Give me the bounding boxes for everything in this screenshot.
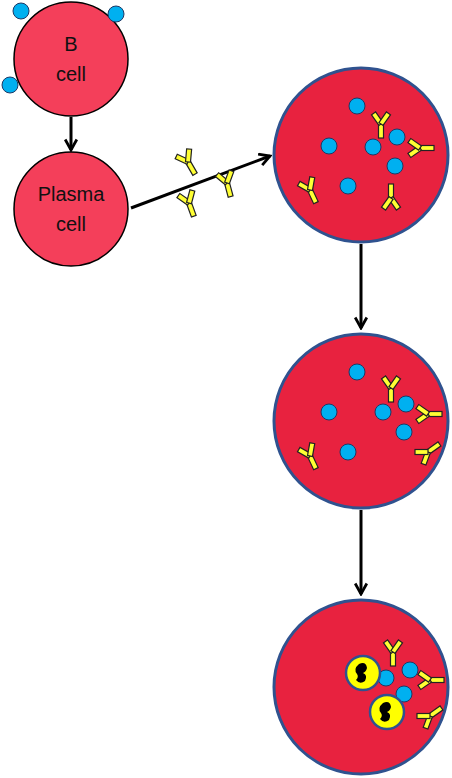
b-cell-receptors <box>2 3 124 93</box>
antigens <box>321 364 414 460</box>
step-arrow <box>360 510 363 594</box>
cell-body <box>14 152 128 266</box>
cell-label: B cell <box>26 29 116 89</box>
bound-antibodies <box>296 376 445 473</box>
cell-outline <box>13 151 129 267</box>
target-cell <box>274 68 448 242</box>
antigens <box>321 98 405 194</box>
process-arrow <box>70 117 73 150</box>
free-antibodies <box>174 147 240 220</box>
cell-label: Plasma cell <box>26 179 116 239</box>
target-cell <box>274 600 448 774</box>
cell-node: Plasma cell <box>13 151 129 267</box>
target-cell <box>274 334 448 508</box>
secretion-arrow <box>131 156 270 208</box>
step-arrow <box>360 244 363 328</box>
phagocytes <box>346 656 404 729</box>
bound-antibodies <box>296 112 434 210</box>
cell-body <box>14 2 128 116</box>
